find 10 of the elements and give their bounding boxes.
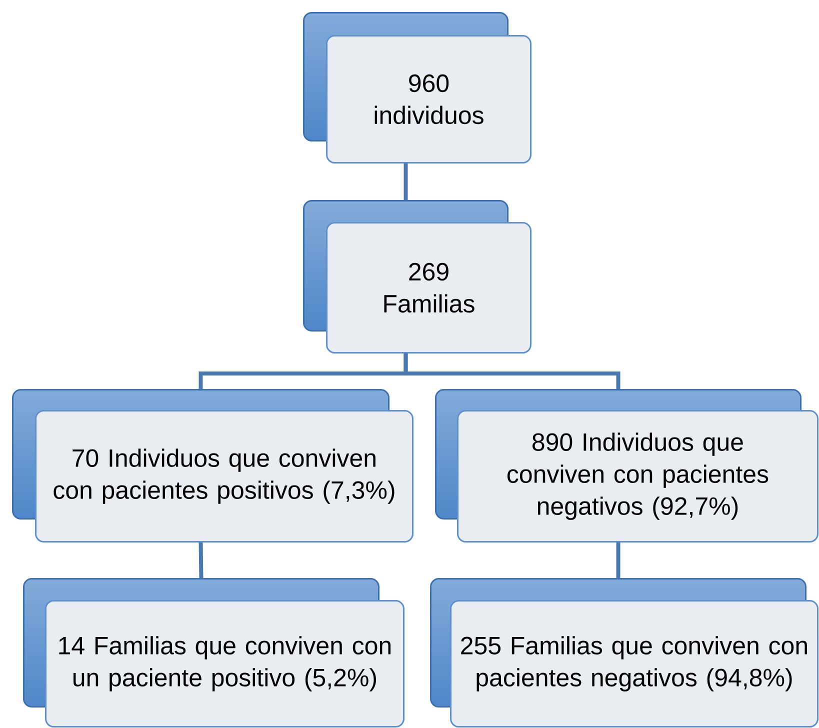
process-box: 960 individuos <box>303 12 532 164</box>
connector-line <box>616 542 620 578</box>
connector-line <box>404 354 620 389</box>
process-box: 14 Familias que conviven con un paciente positivo (5,2%) <box>23 578 404 728</box>
process-box: 70 Individuos que conviven con pacientes positivos (7,3%) <box>12 389 414 542</box>
process-box: 255 Familias que conviven con pacientes negativos (94,8%) <box>430 578 818 728</box>
connector-line <box>198 542 204 578</box>
process-box: 269 Familias <box>303 200 532 354</box>
connector-line <box>404 164 408 200</box>
process-box: 890 Individuos que conviven con pacientes negativos (92,7%) <box>435 389 818 542</box>
